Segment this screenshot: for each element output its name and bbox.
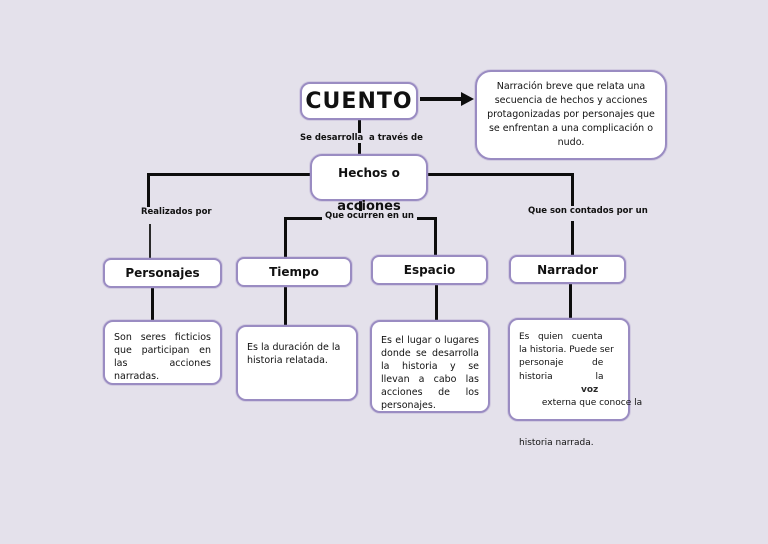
node-hechos: Hechos o — [310, 154, 428, 201]
label-se-desarrolla: Se desarrolla — [297, 133, 367, 143]
narrador-desc-line-4: historia la — [519, 371, 604, 382]
connector-hechos-acciones — [359, 200, 362, 219]
node-tiempo-label: Tiempo — [269, 265, 319, 279]
connector-left-vertical-lower — [149, 224, 151, 258]
node-definition-text: Narración breve que relata una secuencia… — [487, 81, 655, 148]
node-personajes-desc: Son seres ficticios que participan en la… — [103, 320, 222, 385]
node-hechos-label-line2: acciones — [337, 199, 401, 214]
node-personajes-desc-text: Son seres ficticios que participan en la… — [114, 332, 211, 382]
connector-right-horizontal — [428, 173, 574, 176]
node-personajes-label: Personajes — [125, 266, 200, 280]
connector-right-vertical-lower — [571, 221, 574, 255]
narrador-desc-line-5: externa que conoce la voz — [519, 384, 642, 437]
label-a-traves-de: a través de — [366, 133, 426, 143]
node-espacio-desc-text: Es el lugar o lugares donde se desarroll… — [381, 335, 479, 411]
arrow-right-icon — [461, 92, 474, 106]
node-narrador: Narrador — [509, 255, 626, 284]
node-cuento: CUENTO — [300, 82, 418, 120]
connector-left-vertical-upper — [147, 173, 150, 207]
node-personajes: Personajes — [103, 258, 222, 288]
narrador-desc-line-1: Es quien cuenta — [519, 332, 603, 342]
node-espacio-label: Espacio — [403, 263, 456, 277]
connector-down-tiempo — [284, 217, 287, 257]
node-narrador-desc-text: Es quien cuenta la historia. Puede ser p… — [510, 320, 642, 459]
connector-narrador-desc — [569, 284, 572, 318]
node-tiempo-desc-text: Es la duración de la historia relatada. — [247, 342, 341, 366]
narrador-desc-line-5-text: externa que conoce la — [541, 398, 643, 409]
node-narrador-label: Narrador — [537, 262, 598, 277]
node-espacio: Espacio — [371, 255, 488, 285]
label-realizados-por: Realizados por — [138, 207, 215, 217]
connector-tiempo-desc — [284, 286, 287, 325]
connector-espacio-desc — [435, 284, 438, 320]
node-definition: Narración breve que relata una secuencia… — [475, 70, 667, 160]
node-narrador-desc: Es quien cuenta la historia. Puede ser p… — [508, 318, 642, 448]
connector-down-espacio — [434, 217, 437, 255]
connector-right-vertical-upper — [571, 173, 574, 207]
node-tiempo: Tiempo — [236, 257, 352, 287]
connector-left-horizontal — [147, 173, 310, 176]
node-hechos-label-line1: Hechos o — [338, 166, 400, 180]
connector-personajes-desc — [151, 287, 154, 320]
narrador-desc-line-2: la historia. Puede ser — [519, 345, 614, 356]
label-que-son-contados-por-un: Que son contados por un — [525, 206, 651, 216]
label-que-ocurren-en-un: Que ocurren en un — [322, 211, 417, 221]
connector-cuento-arrow-shaft — [420, 97, 464, 101]
narrador-desc-overlay-text: voz — [581, 384, 599, 395]
node-espacio-desc: Es el lugar o lugares donde se desarroll… — [370, 320, 490, 413]
narrador-desc-line-3: personaje de — [519, 358, 604, 369]
node-cuento-label: CUENTO — [305, 88, 413, 114]
narrador-desc-line-6: historia narrada. — [519, 437, 594, 448]
node-tiempo-desc: Es la duración de la historia relatada. — [236, 325, 358, 401]
